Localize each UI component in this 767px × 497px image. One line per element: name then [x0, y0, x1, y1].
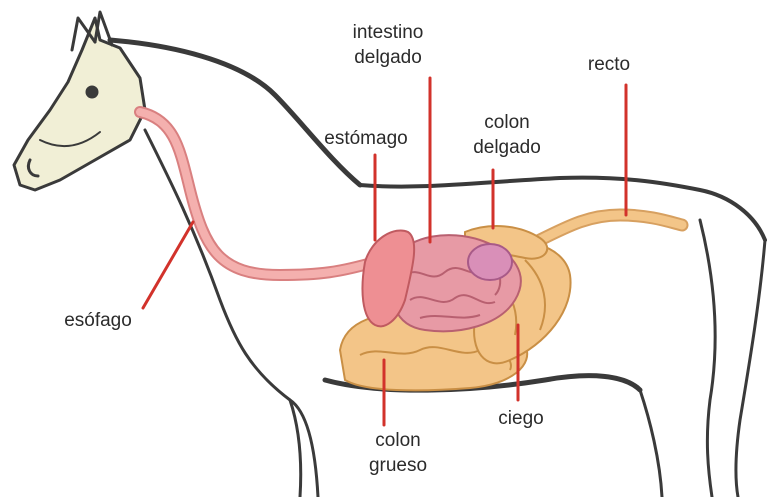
label-colon-grueso: colon grueso	[358, 428, 438, 478]
horse-hind-leg	[640, 390, 662, 497]
label-colon-delgado-line1: colon	[462, 110, 552, 135]
label-recto: recto	[574, 52, 644, 77]
label-estomago: estómago	[311, 126, 421, 151]
label-intestino-delgado-line2: delgado	[338, 45, 438, 70]
leader-esofago	[143, 222, 193, 308]
label-ciego: ciego	[486, 406, 556, 431]
horse-chest	[145, 130, 318, 497]
small-intestine-loop	[468, 244, 512, 280]
horse-eye	[87, 87, 97, 97]
label-colon-delgado: colon delgado	[462, 110, 552, 160]
label-intestino-delgado: intestino delgado	[338, 20, 438, 70]
label-intestino-delgado-line1: intestino	[338, 20, 438, 45]
label-colon-grueso-line1: colon	[358, 428, 438, 453]
label-esofago: esófago	[48, 308, 148, 333]
label-colon-grueso-line2: grueso	[358, 453, 438, 478]
label-colon-delgado-line2: delgado	[462, 135, 552, 160]
